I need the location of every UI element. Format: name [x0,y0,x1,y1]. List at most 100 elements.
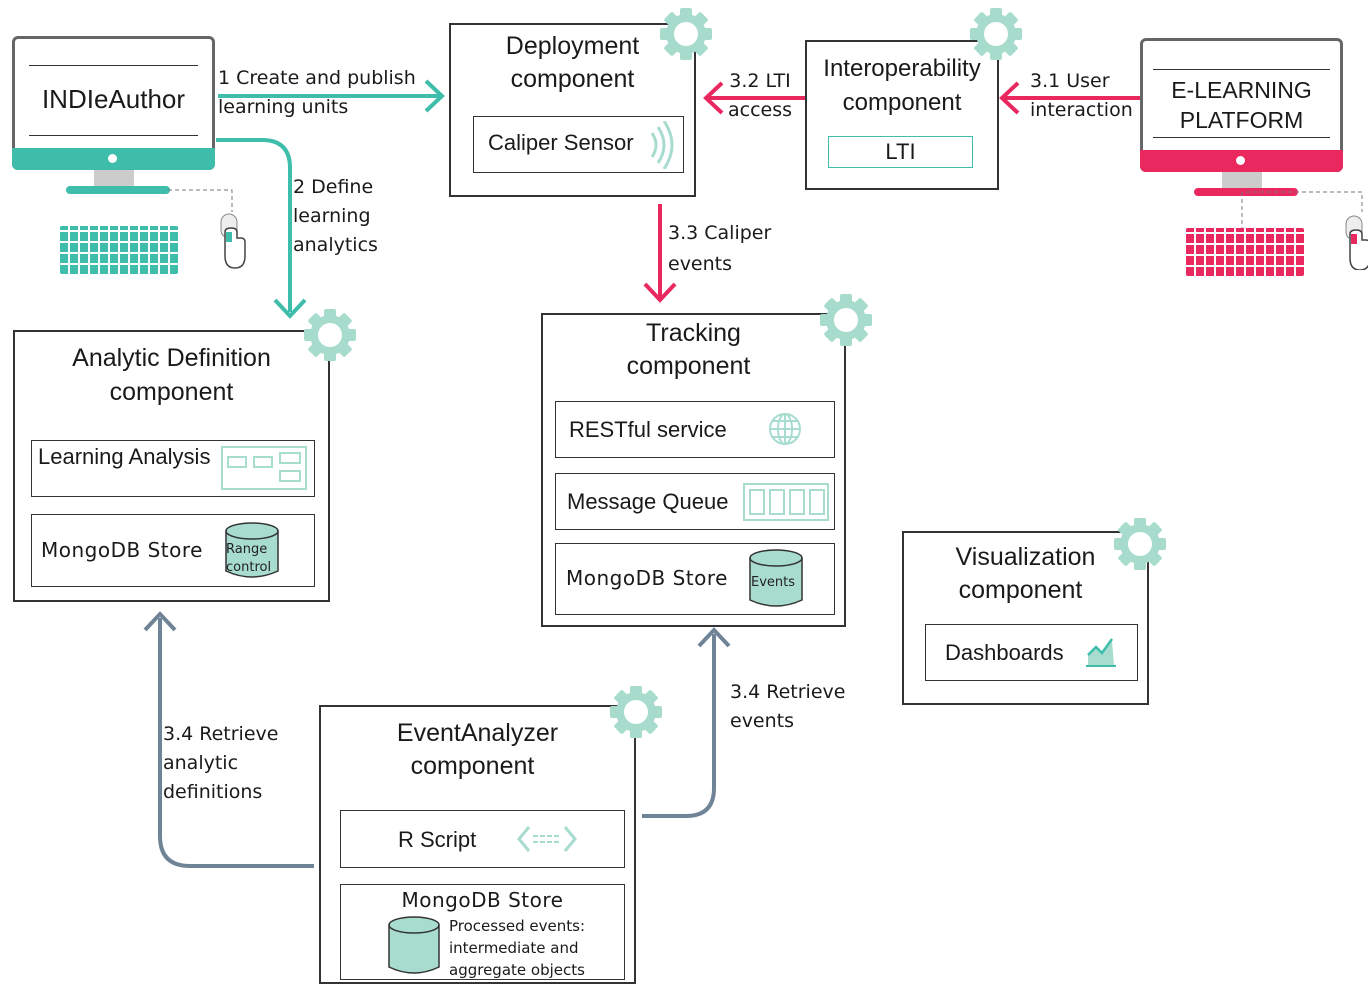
caliper-sensor-label: Caliper Sensor [488,130,634,155]
edge-3-4-events-label-line2: events [730,710,795,732]
restful-service-label: RESTful service [569,417,727,442]
processed-events-note-line2: intermediate and [449,939,579,957]
edge-3-4-definitions-label: 3.4 Retrieve analytic definitions [163,720,278,807]
code-arrows-icon [517,826,577,852]
edge-2-line [216,138,292,312]
learning-analysis-box: Learning Analysis [31,440,315,497]
database-icon: Events [748,548,804,610]
range-control-line2: control [226,560,272,575]
edge-3-2-label: 3.2 LTI access [728,67,792,125]
interoperability-component: Interoperability component LTI [805,40,999,190]
edge-2-label-line2: learning [293,205,371,227]
edge-3-4-events-line [642,634,716,818]
elearning-actor: E-LEARNING PLATFORM [1140,38,1368,278]
edge-3-3-label-line2: events [668,253,733,275]
edge-3-3-label: 3.3 Caliper events [668,218,771,280]
globe-icon [769,413,801,445]
gear-icon [304,309,356,361]
r-script-label: R Script [398,827,477,852]
edge-2-label: 2 Define learning analytics [293,173,378,260]
edge-3-4-events-label-line1: 3.4 Retrieve [730,681,846,703]
edge-1-label: 1 Create and publish learning units [218,64,416,122]
edge-3-1-label-line1: 3.1 User [1030,70,1110,92]
edge-3-2-arrowhead [703,81,724,115]
r-script-box: R Script [340,810,625,868]
edge-3-3-label-line1: 3.3 Caliper [668,222,772,244]
edge-3-4-definitions-line [158,618,314,868]
deployment-component: Deployment component Caliper Sensor [449,23,696,197]
deployment-title-line2: component [510,65,635,93]
lti-label: LTI [885,139,916,164]
keyboard-icon [1186,228,1304,276]
edge-3-4-events-label: 3.4 Retrieve events [730,678,845,736]
processed-events-note-line3: aggregate objects [449,961,585,979]
restful-service-box: RESTful service [555,401,835,458]
edge-1-label-line1: 1 Create and publish [218,67,416,89]
gear-icon [660,8,712,60]
desktop-monitor-icon: INDIeAuthor [12,36,215,170]
edge-3-4-definitions-label-line1: 3.4 Retrieve [163,723,279,745]
learning-analysis-label: Learning Analysis [38,444,211,469]
flow-blocks-icon [221,446,307,490]
visualization-component: Visualization component Dashboards [902,531,1149,705]
database-icon [388,916,440,974]
analytic-mongodb-box: MongoDB Store Range control [31,514,315,587]
analytic-definition-component: Analytic Definition component Learning A… [13,330,330,602]
edge-2-label-line3: analytics [293,234,378,256]
edge-3-2-label-line1: 3.2 LTI [729,70,791,92]
gear-icon [610,686,662,738]
desktop-monitor-icon: E-LEARNING PLATFORM [1140,38,1343,172]
elearning-label-line2: PLATFORM [1179,107,1304,133]
interoperability-title-line1: Interoperability [823,55,981,82]
tracking-mongodb-label: MongoDB Store [566,566,728,590]
edge-3-2-label-line2: access [728,99,793,121]
edge-3-4-events-arrowhead [697,627,731,648]
events-db-label: Events [751,575,796,590]
eventanalyzer-component: EventAnalyzer component R Script MongoDB… [319,705,636,984]
signal-waves-icon [650,121,674,169]
processed-events-note-line1: Processed events: [449,917,586,935]
lti-box: LTI [828,136,973,168]
tracking-title-line2: component [626,352,751,380]
indieauthor-label: INDIeAuthor [41,84,186,114]
visualization-title-line2: component [958,576,1083,604]
range-control-line1: Range [226,542,268,557]
edge-2-label-line1: 2 Define [293,176,374,198]
edge-1-label-line2: learning units [218,96,349,118]
gear-icon [820,294,872,346]
visualization-title-line1: Visualization [955,543,1096,571]
edge-3-4-definitions-label-line2: analytic [163,752,239,774]
edge-3-1-label-line2: interaction [1030,99,1133,121]
interoperability-title-line2: component [842,89,962,116]
gear-icon [1114,518,1166,570]
edge-3-4-definitions-label-line3: definitions [163,781,263,803]
edge-3-1-label: 3.1 User interaction [1030,67,1133,125]
edge-3-3-arrowhead [643,282,677,303]
dashboards-label: Dashboards [945,640,1064,665]
gear-icon [970,8,1022,60]
caliper-sensor-box: Caliper Sensor [473,116,684,173]
chart-icon [1086,638,1116,667]
database-icon: Range control [224,521,280,581]
deployment-title-line1: Deployment [505,32,640,60]
edge-3-1-arrowhead [999,81,1020,115]
edge-2-arrowhead [273,298,307,319]
tracking-mongodb-box: MongoDB Store Events [555,543,835,615]
keyboard-icon [60,226,178,274]
tracking-title-line1: Tracking [646,319,741,347]
mouse-hand-icon [215,212,246,269]
message-queue-label: Message Queue [567,489,729,514]
eventanalyzer-mongodb-box: MongoDB Store Processed events: intermed… [340,884,625,980]
edge-1-arrowhead [424,79,445,113]
eventanalyzer-mongodb-label: MongoDB Store [401,888,564,912]
eventanalyzer-title-line2: component [410,752,535,780]
elearning-label-line1: E-LEARNING [1171,77,1312,103]
indieauthor-actor: INDIeAuthor [12,36,252,276]
tracking-component: Tracking component RESTful service Messa… [541,313,846,627]
analytic-title-line2: component [109,378,234,406]
dashboards-box: Dashboards [925,624,1138,681]
message-queue-box: Message Queue [555,473,835,530]
mouse-hand-icon [1340,214,1368,270]
